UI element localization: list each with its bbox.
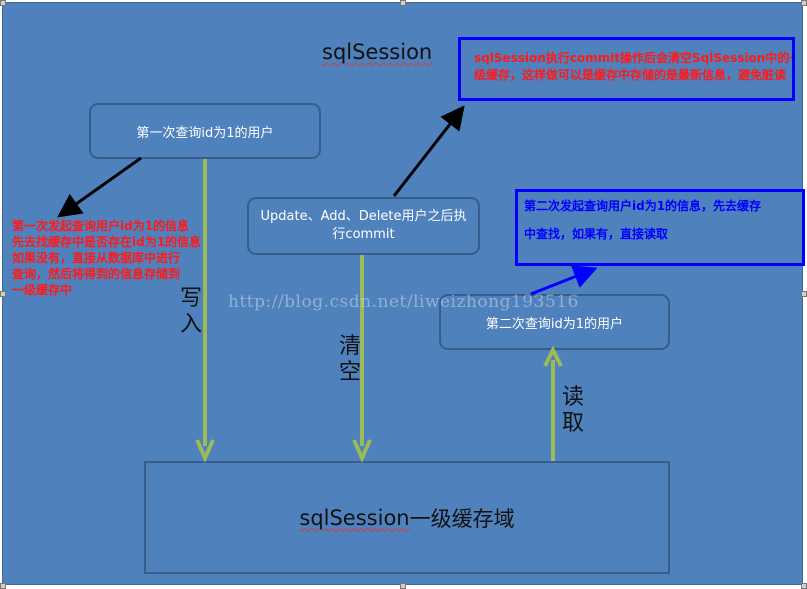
commit-pointer-arrow bbox=[392, 105, 465, 197]
second-query-label: 第二次查询id为1的用户 bbox=[485, 316, 624, 332]
update-commit-label: Update、Add、Delete用户之后执行commit bbox=[260, 209, 467, 242]
write-label-char-2: 入 bbox=[180, 312, 203, 337]
selection-handle[interactable] bbox=[0, 291, 6, 297]
selection-handle[interactable] bbox=[0, 0, 6, 6]
write-label-char-1: 写 bbox=[180, 286, 203, 311]
selection-handle[interactable] bbox=[801, 583, 807, 589]
first-query-note-line: 第一次发起查询用户id为1的信息 bbox=[12, 219, 190, 233]
watermark: http://blog.csdn.net/liweizhong193516 bbox=[228, 292, 579, 312]
read-label-char-2: 取 bbox=[562, 411, 585, 436]
selection-handle[interactable] bbox=[0, 583, 6, 589]
first-query-note: 第一次发起查询用户id为1的信息 先去找缓存中是否存在id为1的信息 如果没有，… bbox=[12, 218, 242, 298]
second-query-note-line-2: 中查找，如果有，直接读取 bbox=[524, 227, 669, 241]
first-query-pointer-arrow bbox=[57, 156, 142, 218]
first-query-label: 第一次查询id为1的用户 bbox=[136, 125, 274, 141]
selection-handle[interactable] bbox=[801, 0, 807, 6]
cache-domain-suffix: 一级缓存域 bbox=[409, 506, 515, 531]
clear-label-char-1: 清 bbox=[339, 334, 362, 359]
second-query-box: 第二次查询id为1的用户 bbox=[439, 294, 670, 350]
commit-note: sqlSession执行commit操作后会清空SqlSession中的一级缓存… bbox=[458, 37, 795, 101]
second-query-note-line-1: 第二次发起查询用户id为1的信息，先去缓存 bbox=[524, 199, 762, 213]
clear-arrow bbox=[352, 255, 372, 463]
cache-domain-name: sqlSession bbox=[299, 505, 410, 530]
selection-handle[interactable] bbox=[400, 583, 406, 589]
second-query-pointer-arrow bbox=[530, 265, 598, 296]
first-query-note-line: 先去找缓存中是否存在id为1的信息 bbox=[12, 235, 202, 249]
selection-handle[interactable] bbox=[801, 291, 807, 297]
second-query-note: 第二次发起查询用户id为1的信息，先去缓存 中查找，如果有，直接读取 bbox=[515, 189, 805, 266]
first-query-note-line: 如果没有，直接从数据库中进行 bbox=[12, 251, 181, 265]
selection-handle[interactable] bbox=[400, 0, 406, 6]
clear-label-char-2: 空 bbox=[339, 360, 362, 385]
read-arrow bbox=[543, 345, 563, 461]
first-query-box: 第一次查询id为1的用户 bbox=[89, 103, 321, 159]
diagram-title: sqlSession bbox=[322, 40, 433, 64]
update-commit-box: Update、Add、Delete用户之后执行commit bbox=[247, 197, 480, 255]
commit-note-text: sqlSession执行commit操作后会清空SqlSession中的一级缓存… bbox=[474, 51, 795, 82]
read-label-char-1: 读 bbox=[562, 385, 585, 410]
first-query-note-line: 查询，然后将得到的信息存储到 bbox=[12, 267, 181, 281]
first-query-note-line: 一级缓存中 bbox=[12, 283, 73, 297]
write-arrow bbox=[195, 159, 215, 463]
